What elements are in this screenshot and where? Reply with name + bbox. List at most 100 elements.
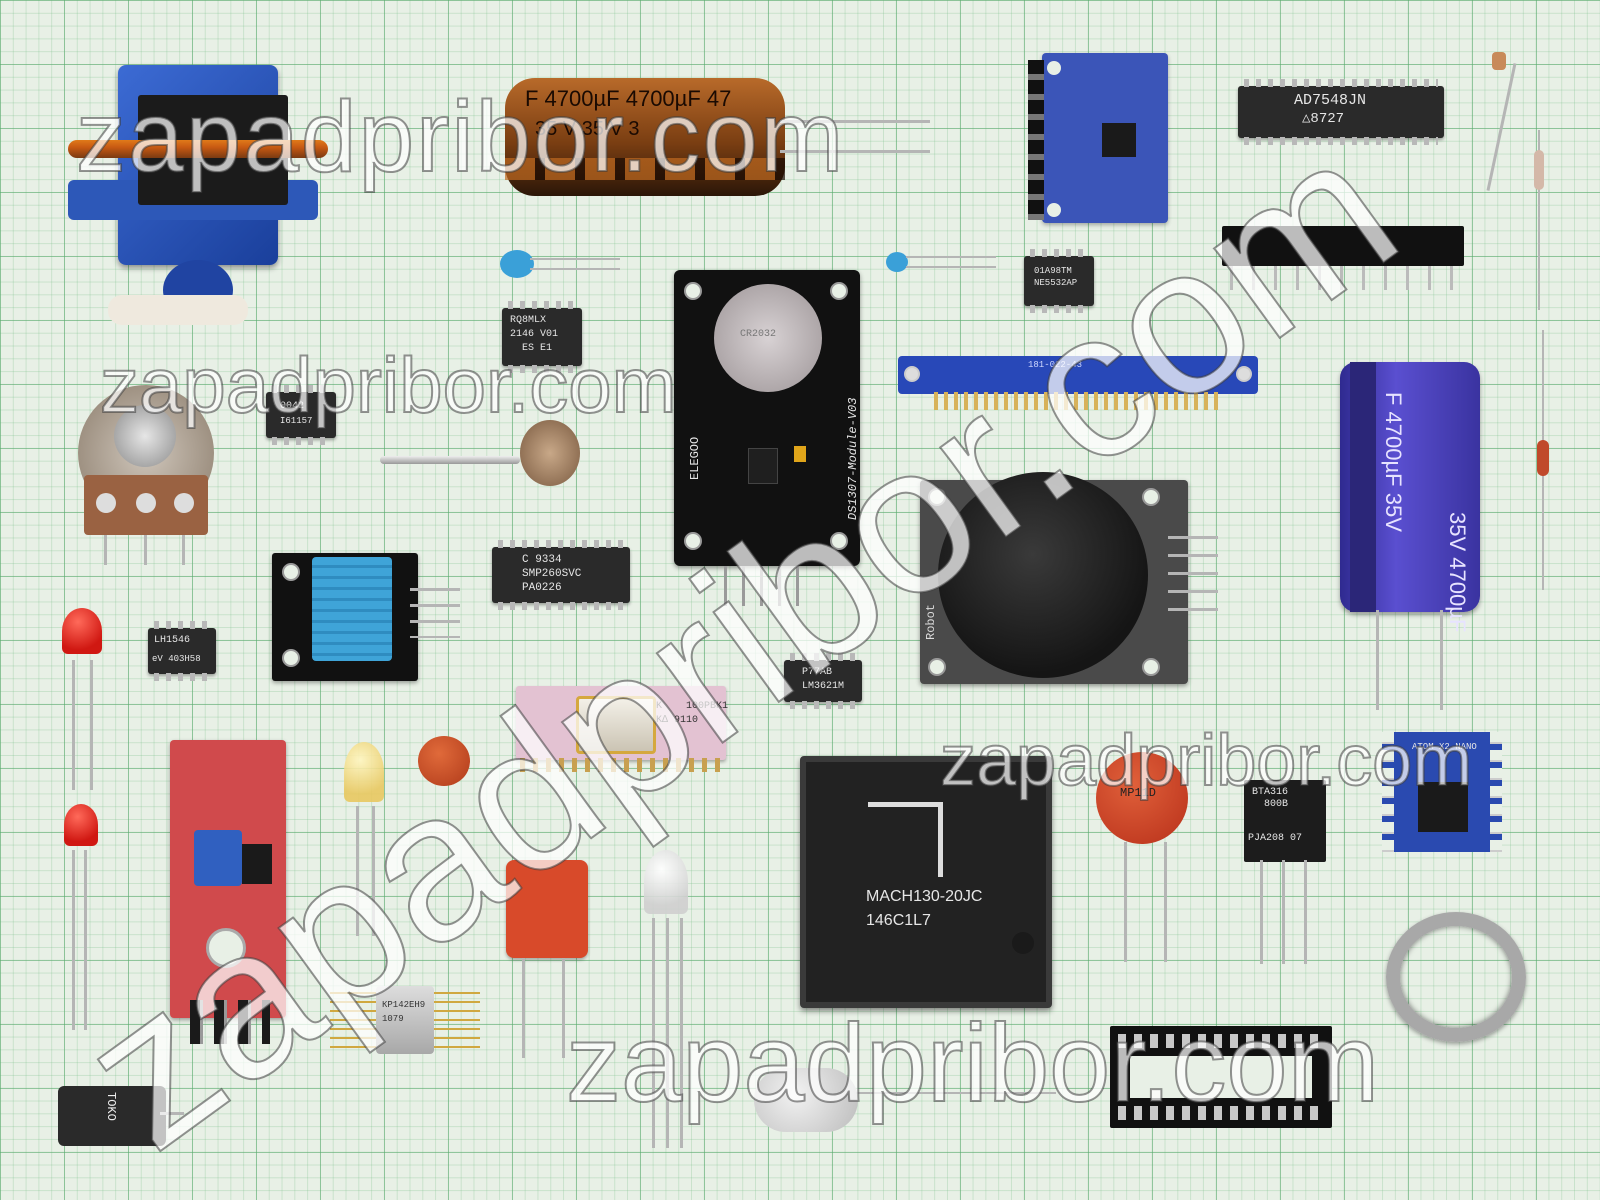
- joystick-module: Robot: [920, 472, 1188, 684]
- smd-capacitor: [794, 446, 806, 462]
- varistor-lead: [1164, 842, 1167, 962]
- red-led: [62, 608, 102, 660]
- led-lead: [652, 918, 655, 1148]
- glass-diode: [1534, 150, 1544, 190]
- ic-marking: BTA316: [1252, 787, 1289, 798]
- led-lead: [666, 918, 669, 1148]
- led-lead: [680, 918, 683, 1148]
- dht11-sensor-module: [272, 553, 418, 681]
- ic-marking: PJA208 07: [1248, 833, 1303, 844]
- pcb-brand: ELEGOO: [688, 436, 702, 480]
- ic-marking: eV 403H58: [152, 654, 201, 664]
- ceramic-ic-kr: КР142ЕН9 1079: [376, 986, 434, 1054]
- fuse-lead: [562, 958, 565, 1058]
- resistor-lead: [1486, 63, 1517, 191]
- ceramic-capacitor-blue: [500, 250, 534, 278]
- cap-lead: [530, 258, 620, 260]
- varistor-marking: MP11D: [1120, 786, 1157, 800]
- ic-marking-sub: △8727: [1302, 111, 1345, 127]
- sound-sensor-module: [170, 740, 286, 1018]
- ic-ad7548jn: AD7548JN △8727: [1238, 79, 1444, 145]
- ic-lm3621m: P77AB LM3621M: [784, 653, 862, 709]
- trimmer-blue: [194, 830, 242, 886]
- servo-horn: [108, 295, 248, 325]
- ic-marking: SMP260SVC: [522, 568, 582, 580]
- led-lead: [72, 850, 75, 1030]
- metal-ring: [1386, 912, 1526, 1042]
- watermark-top: zapadpribor.com: [75, 80, 846, 194]
- varistor-red: MP11D: [1096, 752, 1188, 844]
- ic-marking: C 9334: [522, 554, 562, 566]
- cap-lead: [1376, 610, 1379, 710]
- ic-marking: КР142ЕН9 1079: [382, 1000, 426, 1024]
- small-resistor: [1492, 52, 1506, 70]
- triac-bta316: BTA316 800B PJA208 07: [1244, 780, 1326, 862]
- kr-pins-right: [434, 992, 480, 1048]
- ic-marking: RQ8MLX: [510, 315, 547, 326]
- ic-marking: 2146 V01: [510, 329, 559, 340]
- ceramic-capacitor-blue: [886, 252, 908, 272]
- connector-marking: 181-022-43: [1028, 360, 1083, 370]
- inductor-lead: [160, 1112, 184, 1115]
- cap-lead: [780, 120, 930, 123]
- ic-ne5532ap: 01A98TM NE5532AP: [1024, 249, 1094, 313]
- cap-marking-v: 35 V 35 V 3: [535, 118, 640, 140]
- ic-0042: 0042 I61157: [266, 385, 336, 445]
- ic-marking: I61157: [280, 416, 313, 426]
- ceramic-capacitor-red: [418, 736, 470, 786]
- ds1307-chip: [748, 448, 778, 484]
- ic-marking: LM3621M: [802, 681, 845, 692]
- watermark-right: zapadpribor.com: [939, 720, 1473, 802]
- ic-marking: 800B: [1264, 799, 1289, 810]
- edge-connector-contacts: [934, 392, 1224, 410]
- joystick-cap: [938, 472, 1148, 678]
- ic-mach130-plcc: MACH130-20JC 146C1L7: [800, 756, 1052, 1008]
- ic-socket: [1110, 1026, 1332, 1128]
- ic-smp260svc: C 9334 SMP260SVC PA0226: [492, 540, 630, 610]
- cap-lead: [530, 268, 620, 270]
- diode-lead: [1538, 130, 1540, 310]
- comparator-chip: [242, 844, 272, 884]
- ic-marking: AD7548JN: [1294, 92, 1367, 109]
- cap-marking: F 4700µF 35V: [1381, 392, 1406, 532]
- module-marking: ATOM X2 NANO: [1412, 742, 1477, 752]
- dht11-housing: [312, 557, 392, 661]
- ic-marking: ES E1: [522, 343, 553, 354]
- cap-lead: [1440, 610, 1443, 710]
- pot-shaft: [114, 405, 176, 467]
- ic-marking: 01A98TM: [1034, 266, 1072, 276]
- atom-nano-module: ATOM X2 NANO: [1382, 732, 1502, 852]
- ic-marking: MACH130-20JC: [866, 888, 983, 905]
- gyro-module-mpu6050: [1042, 53, 1168, 223]
- electrolytic-capacitor-purple: F 4700µF 35V 35V 4700µF: [1340, 362, 1480, 632]
- polyfuse-orange: [506, 860, 588, 958]
- cap-marking-uf: F 4700µF 4700µF 47: [525, 86, 732, 111]
- ceramic-ic-pins: [520, 758, 720, 772]
- triac-lead: [1260, 860, 1263, 964]
- ic-marking: LH1546: [154, 635, 191, 646]
- kr-pins-left: [330, 992, 376, 1048]
- ic-marking: K 100PBK1 K∆ 9110: [656, 701, 729, 726]
- edge-connector-blue: 181-022-43: [898, 356, 1258, 394]
- led-lead: [90, 660, 93, 790]
- clear-led: [644, 850, 688, 920]
- amd-logo-icon: [868, 802, 943, 877]
- led-lead: [856, 1092, 1056, 1094]
- rtc-module-ds1307: CR2032 ELEGOO DS1307-Module-V03: [674, 270, 860, 566]
- servo-motor: [68, 60, 328, 330]
- gyro-pin-header: [1028, 60, 1044, 220]
- infrared-led: [754, 1068, 858, 1132]
- joystick-pins: [1168, 536, 1218, 622]
- watermark-mid: zapadpribor.com: [99, 340, 678, 430]
- glass-diode-red: [1537, 440, 1549, 476]
- ceramic-ic-pink: K 100PBK1 K∆ 9110: [516, 686, 729, 760]
- ic-marking: PA0226: [522, 582, 562, 594]
- female-header-pins: [1230, 266, 1460, 290]
- trimmer-potentiometer: [380, 456, 520, 464]
- inductor-toko: TOKO: [58, 1086, 166, 1146]
- trimmer-body: [520, 420, 580, 486]
- battery-marking: CR2032: [740, 329, 777, 340]
- servo-cable: [68, 140, 328, 158]
- sensor-pins: [190, 1000, 270, 1044]
- cap-lead: [780, 150, 930, 153]
